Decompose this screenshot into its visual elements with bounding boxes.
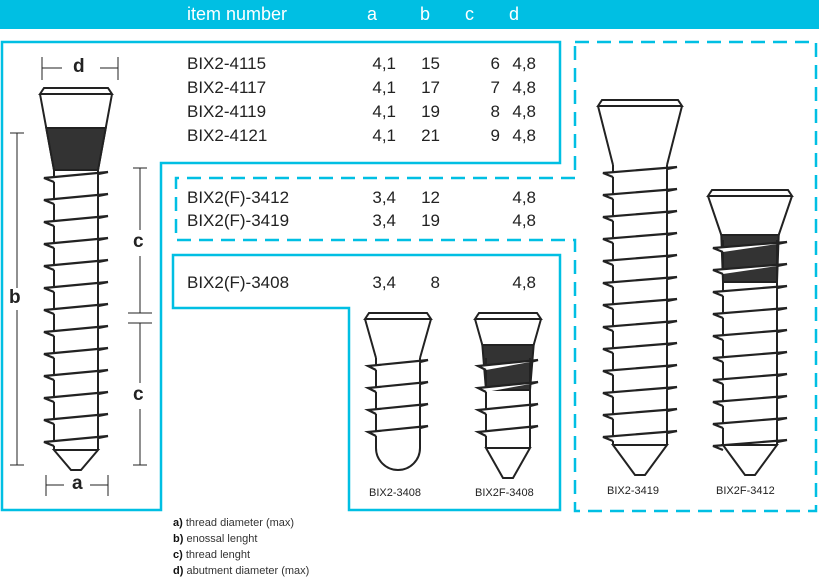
dim-label-d: d bbox=[73, 56, 85, 77]
legend-b: b) enossal lenght bbox=[173, 533, 258, 545]
screw-bix2f-3412 bbox=[706, 189, 794, 476]
group1-row-item: BIX2-4115 bbox=[187, 54, 267, 73]
screw-bix2-3419 bbox=[596, 99, 684, 476]
group2-row-d: 4,8 bbox=[512, 188, 536, 207]
group1-row-b: 19 bbox=[421, 102, 440, 121]
header-item-number: item number bbox=[187, 4, 288, 24]
group3-row-a: 3,4 bbox=[372, 273, 396, 292]
screw-bix2f-3408 bbox=[473, 312, 543, 479]
group2-row-a: 3,4 bbox=[372, 188, 396, 207]
group1-row-d: 4,8 bbox=[512, 126, 536, 145]
group2-row-a: 3,4 bbox=[372, 211, 396, 230]
group1-row-c: 7 bbox=[490, 78, 500, 97]
dimension-lines bbox=[10, 57, 152, 496]
group1-row-b: 17 bbox=[421, 78, 440, 97]
caption-bix2f-3412: BIX2F-3412 bbox=[716, 485, 775, 497]
abutment-band bbox=[45, 127, 107, 171]
dim-label-c2: c bbox=[133, 384, 144, 405]
abutment-band bbox=[720, 234, 780, 283]
legend-d: d) abutment diameter (max) bbox=[173, 565, 310, 577]
group1-row-a: 4,1 bbox=[372, 78, 396, 97]
dim-label-b: b bbox=[9, 287, 21, 308]
group1-row-a: 4,1 bbox=[372, 54, 396, 73]
header-c: c bbox=[465, 4, 474, 24]
header-d: d bbox=[509, 4, 520, 24]
table-header: item number a b c d bbox=[0, 0, 819, 29]
header-b: b bbox=[420, 4, 431, 24]
group1-row-c: 8 bbox=[490, 102, 500, 121]
dim-label-c1: c bbox=[133, 231, 144, 252]
group1-frame bbox=[0, 40, 562, 512]
group1-row-c: 9 bbox=[490, 126, 500, 145]
group3-row-b: 8 bbox=[430, 273, 440, 292]
group1-row-b: 15 bbox=[421, 54, 440, 73]
group1-row-d: 4,8 bbox=[512, 102, 536, 121]
group1-row-item: BIX2-4119 bbox=[187, 102, 267, 121]
group1-row-item: BIX2-4121 bbox=[187, 126, 268, 145]
dim-label-a: a bbox=[72, 473, 83, 494]
group3-row-d: 4,8 bbox=[512, 273, 536, 292]
group2-row-b: 19 bbox=[421, 211, 440, 230]
group2-frame bbox=[174, 40, 818, 513]
group3-frame bbox=[171, 253, 562, 512]
group3-row-item: BIX2(F)-3408 bbox=[187, 273, 290, 292]
header-a: a bbox=[367, 4, 378, 24]
caption-bix2f-3408: BIX2F-3408 bbox=[475, 487, 534, 499]
group2-row-item: BIX2(F)-3419 bbox=[187, 211, 290, 230]
group2-row-item: BIX2(F)-3412 bbox=[187, 188, 290, 207]
group1-row-a: 4,1 bbox=[372, 102, 396, 121]
group2-row-b: 12 bbox=[421, 188, 440, 207]
group2-row-d: 4,8 bbox=[512, 211, 536, 230]
screw-main bbox=[38, 87, 114, 471]
group1-row-c: 6 bbox=[490, 54, 500, 73]
caption-bix2-3419: BIX2-3419 bbox=[607, 485, 659, 497]
group1-row-d: 4,8 bbox=[512, 78, 536, 97]
group1-row-b: 21 bbox=[421, 126, 440, 145]
screw-bix2-3408 bbox=[363, 312, 433, 471]
caption-bix2-3408: BIX2-3408 bbox=[369, 487, 421, 499]
legend-a: a) thread diameter (max) bbox=[173, 517, 295, 529]
legend-c: c) thread lenght bbox=[173, 549, 251, 561]
group1-row-a: 4,1 bbox=[372, 126, 396, 145]
group1-row-d: 4,8 bbox=[512, 54, 536, 73]
group1-row-item: BIX2-4117 bbox=[187, 78, 267, 97]
